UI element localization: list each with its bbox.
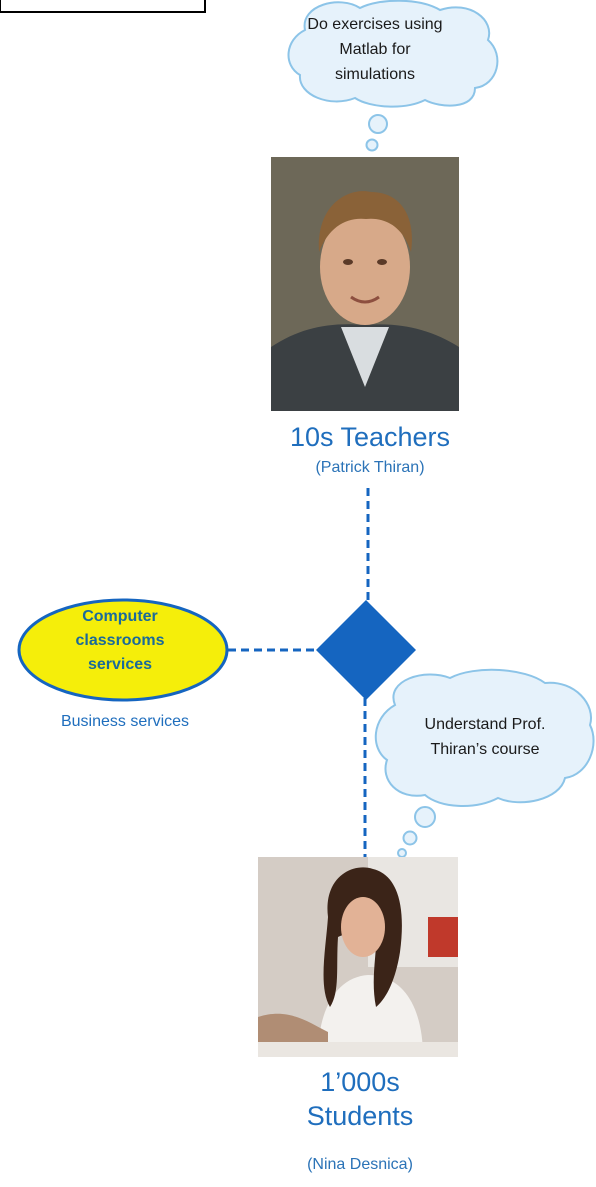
top-cloud-line-2: Matlab for [339, 41, 411, 58]
thought-cloud-top [287, 0, 499, 152]
top-cloud-line-1: Do exercises using [307, 16, 443, 33]
students-title-line-1: 1’000s [320, 1067, 400, 1097]
service-line-3: services [87, 656, 153, 673]
service-line-2: classrooms [75, 632, 165, 649]
bottom-cloud-text: Understand Prof. Thiran’s course [380, 712, 590, 762]
service-text: Computer classrooms services [30, 605, 210, 677]
teachers-subtitle: (Patrick Thiran) [315, 459, 425, 476]
cropped-box-edge [0, 0, 206, 13]
relationship-diamond [316, 600, 416, 700]
students-subtitle: (Nina Desnica) [307, 1156, 413, 1173]
students-title-line-2: Students [306, 1101, 414, 1131]
teacher-portrait-drawing [271, 157, 459, 411]
top-cloud-line-3: simulations [334, 66, 416, 83]
student-photo [258, 857, 458, 1057]
bottom-cloud-line-1: Understand Prof. [424, 716, 546, 733]
student-photo-drawing [258, 857, 458, 1057]
thought-cloud-bottom [374, 668, 595, 858]
bottom-cloud-line-2: Thiran’s course [430, 741, 540, 758]
teacher-photo [271, 157, 459, 411]
top-cloud-text: Do exercises using Matlab for simulation… [290, 12, 460, 87]
business-services-caption: Business services [60, 713, 190, 730]
teachers-title: 10s Teachers [289, 422, 451, 452]
service-ellipse [17, 598, 229, 702]
service-line-1: Computer [82, 608, 158, 625]
